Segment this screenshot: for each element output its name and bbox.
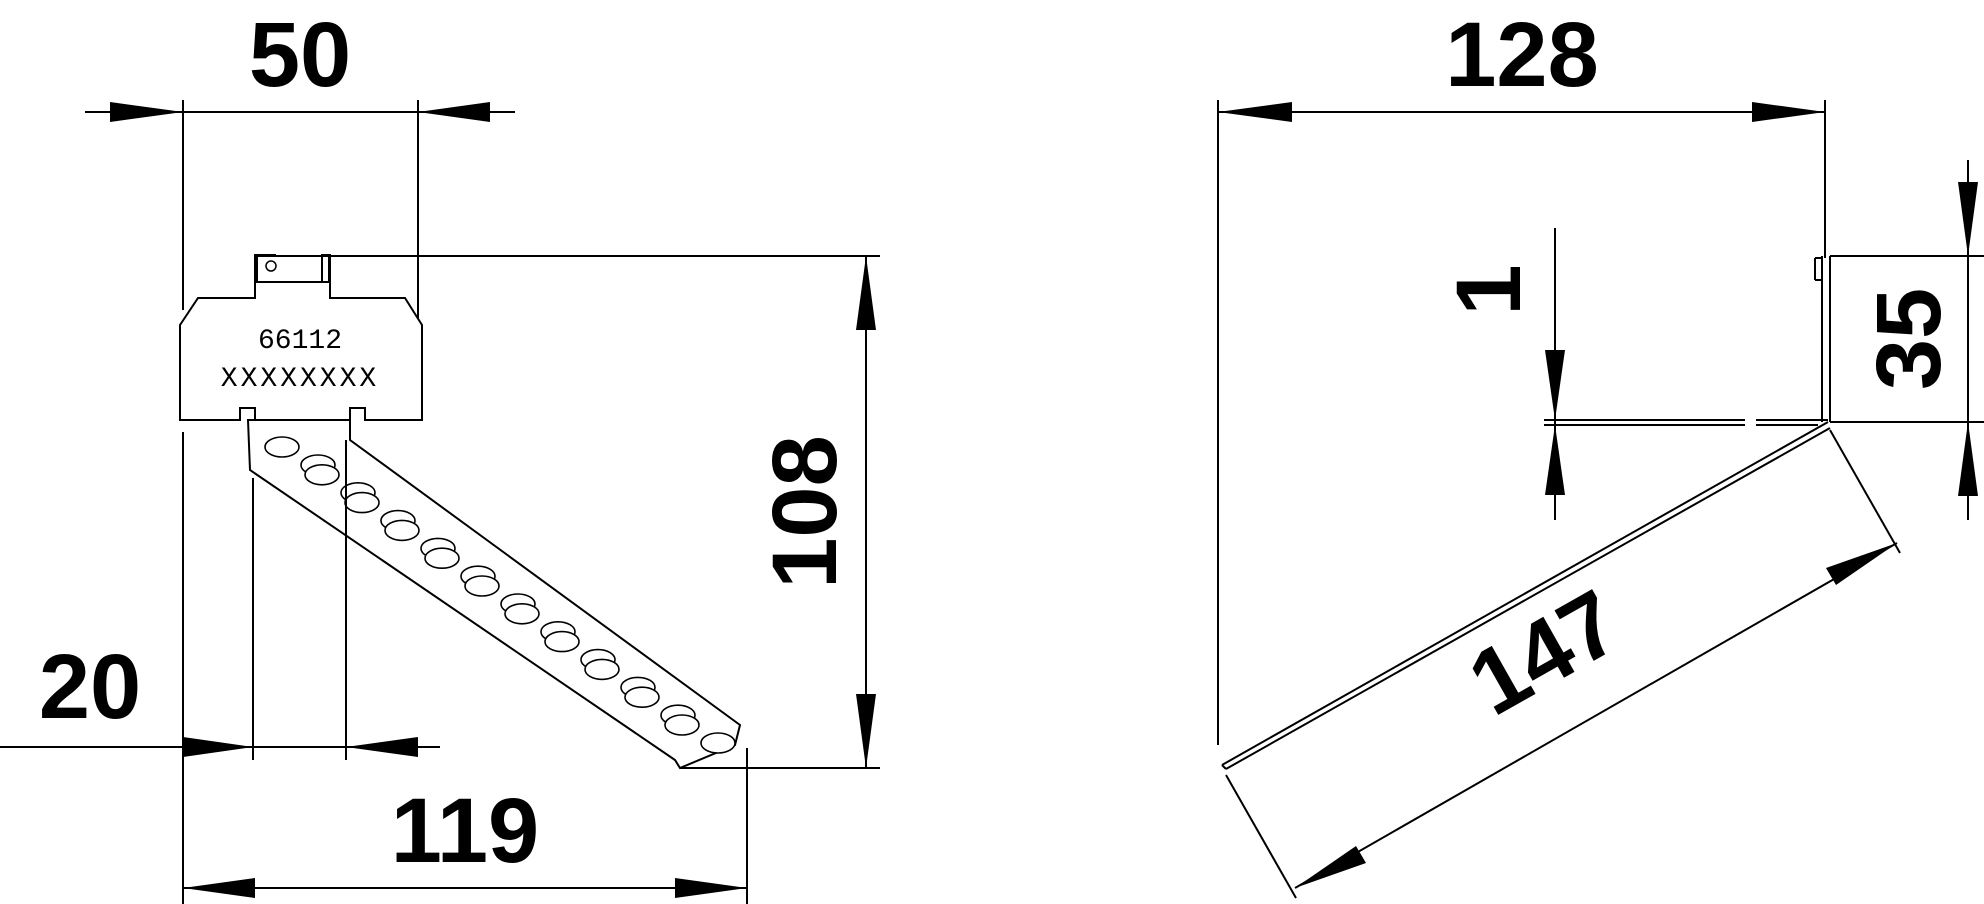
dimension-value-strip-length: 147 (1453, 571, 1637, 735)
strip-hole (344, 491, 380, 514)
top-tab (256, 255, 330, 283)
strip-hole (504, 602, 540, 625)
dimension-total-width: 119 (182, 432, 748, 904)
strip-hole (464, 575, 500, 597)
dimension-value-total-width: 119 (391, 780, 539, 882)
dimension-value-top-width: 50 (249, 4, 351, 106)
strip-hole (700, 732, 736, 754)
plate-serial-label: XXXXXXXX (221, 364, 379, 395)
dimension-value-side-width: 128 (1445, 4, 1599, 106)
dimension-height: 108 (330, 255, 880, 769)
strip-hole (384, 519, 420, 542)
strip-hole (664, 714, 700, 736)
strip-hole (264, 436, 300, 458)
strip-hole (304, 463, 340, 486)
strip-holes (264, 436, 736, 754)
bracket-plate: 66112 XXXXXXXX (179, 254, 742, 770)
tab-hole (265, 260, 277, 272)
strip-hole (584, 658, 620, 681)
plate-code-label: 66112 (258, 326, 342, 357)
side-view: 128 1 (1217, 4, 1984, 899)
dimension-strip-width: 20 (0, 440, 440, 760)
strip-hole (544, 630, 580, 653)
dimension-value-height: 108 (754, 435, 856, 589)
dimension-value-flange: 35 (1858, 288, 1960, 390)
dimension-flange: 35 (1830, 160, 1984, 520)
strip-hole (624, 686, 660, 709)
dimension-top-width: 50 (85, 4, 515, 320)
dimension-value-thickness: 1 (1438, 264, 1540, 315)
dimension-thickness: 1 (1438, 228, 1745, 520)
side-profile (1221, 256, 1831, 770)
front-view: 50 66112 XXXXXXXX 108 (0, 4, 880, 904)
dimension-side-width: 128 (1217, 4, 1826, 745)
dimension-strip-length: 147 (1225, 429, 1901, 899)
dimension-value-strip-width: 20 (39, 636, 141, 738)
strip-hole (424, 547, 460, 570)
